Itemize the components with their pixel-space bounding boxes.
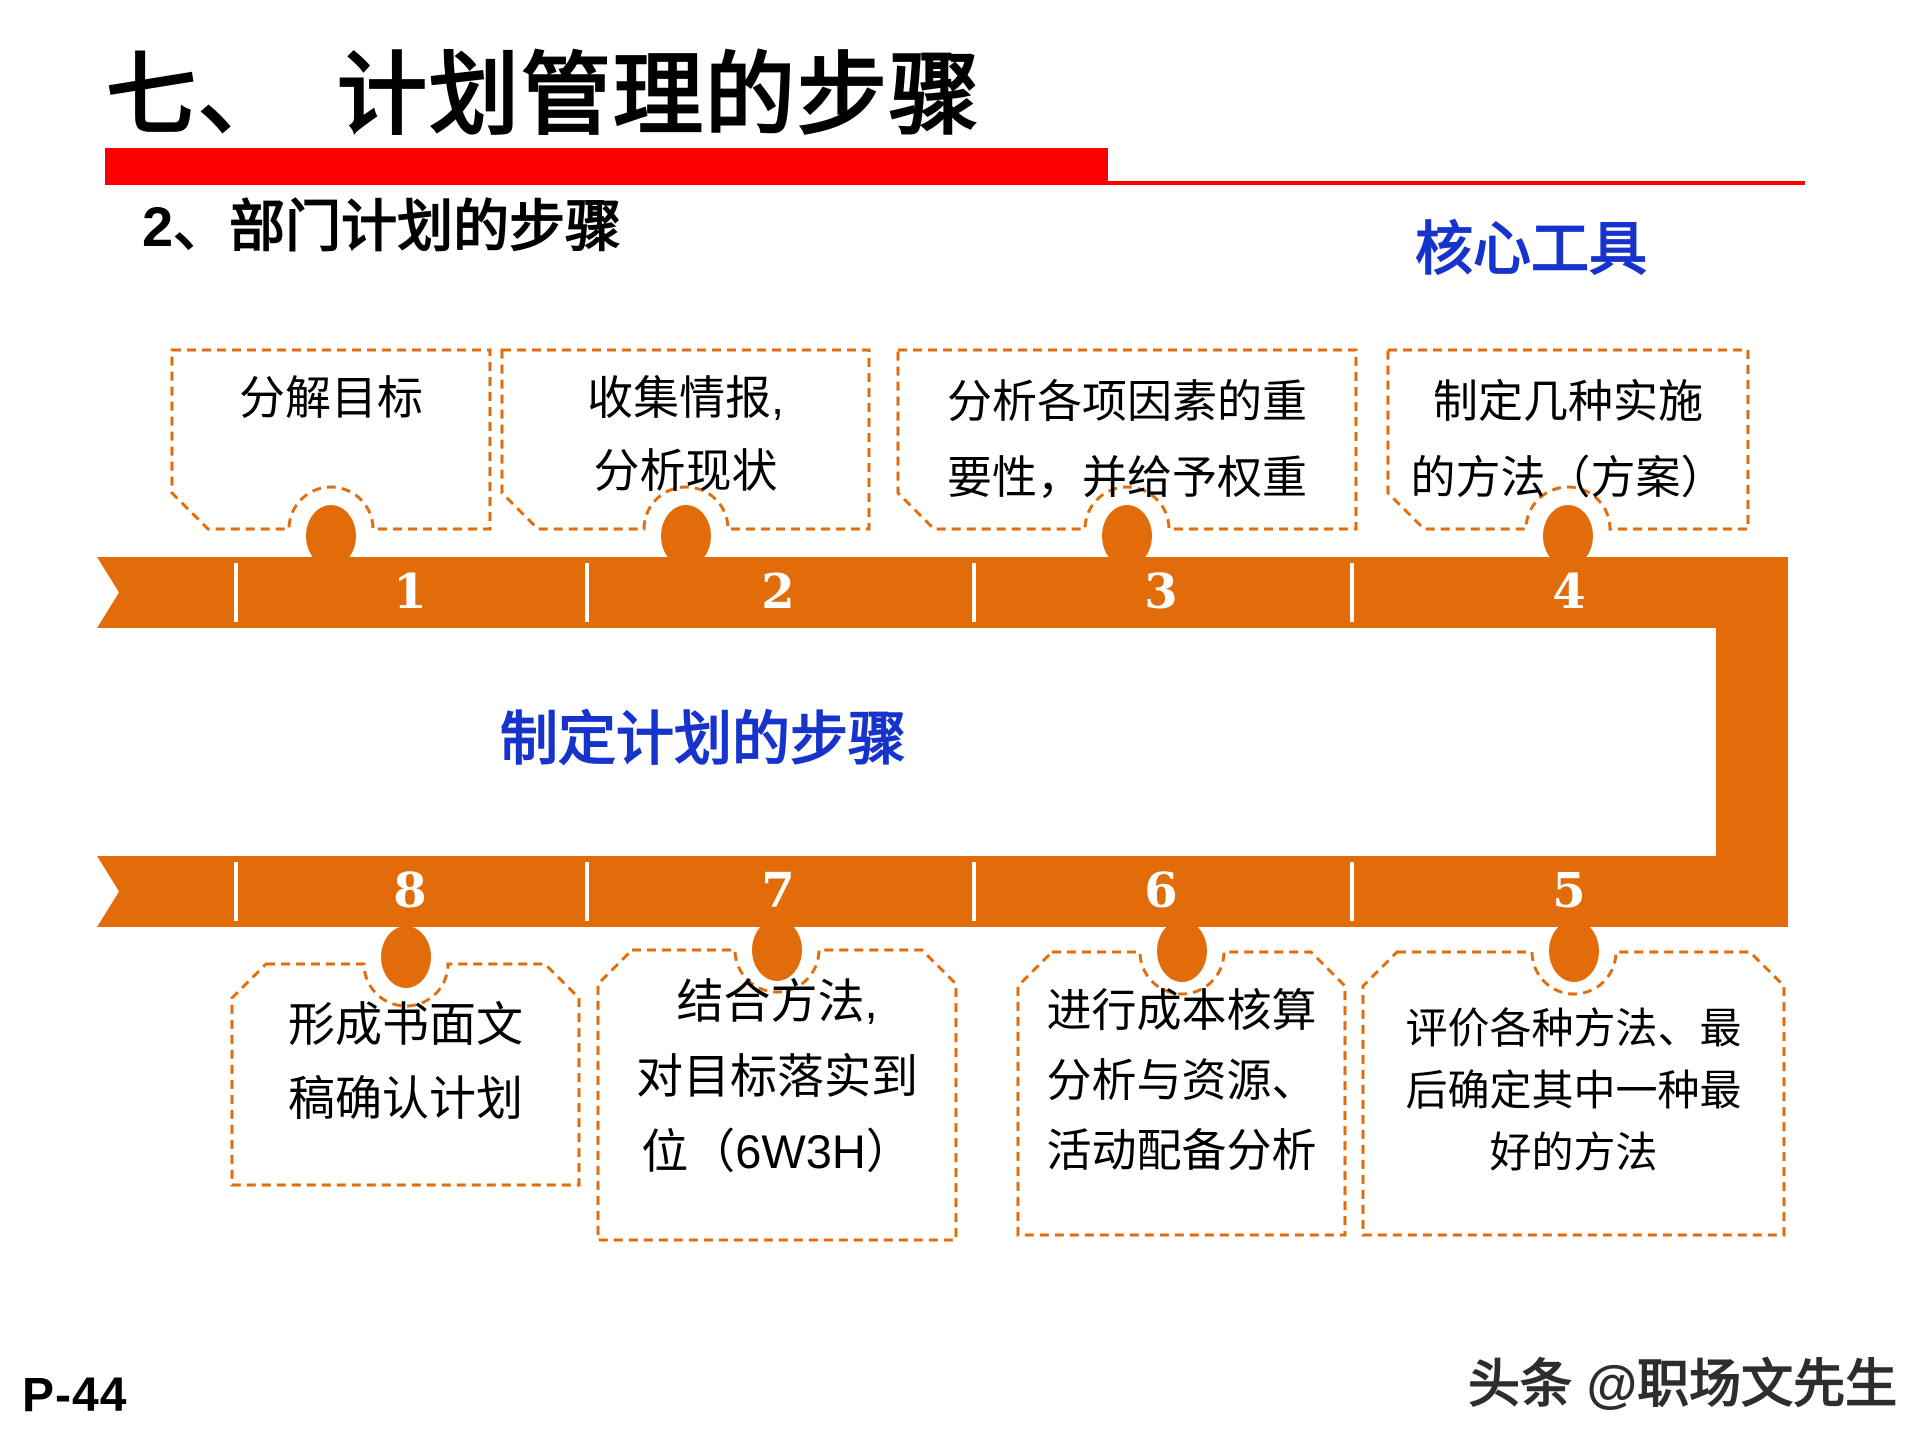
step4-box: 制定几种实施 的方法（方案） (1388, 350, 1748, 516)
band-number-8: 8 (393, 863, 427, 919)
step5-text-line: 后确定其中一种最 (1405, 1067, 1742, 1114)
page-number: P-44 (22, 1369, 128, 1422)
step6-text-line: 进行成本核算 (1046, 985, 1317, 1036)
band-divider (972, 862, 976, 921)
step2-text-line: 分析现状 (593, 445, 778, 497)
band-number-7: 7 (761, 863, 795, 919)
flow-band-bottom: 8 7 6 5 (97, 856, 1788, 927)
band-divider (1350, 563, 1354, 622)
step1-box: 分解目标 (172, 350, 490, 434)
center-label: 制定计划的步骤 (500, 707, 907, 772)
step5-box: 评价各种方法、最 后确定其中一种最 好的方法 (1363, 952, 1784, 1184)
section-subtitle: 2、部门计划的步骤 (142, 195, 622, 258)
band-divider (585, 862, 589, 921)
step7-text-line: 位（6W3H） (641, 1125, 913, 1178)
step6-text-line: 活动配备分析 (1046, 1125, 1317, 1176)
band-number-3: 3 (1144, 564, 1178, 620)
band-divider (234, 563, 238, 622)
step4-text-line: 的方法（方案） (1410, 452, 1726, 503)
step7-text-line: 对目标落实到 (636, 1050, 918, 1103)
step7-text-line: 结合方法, (676, 975, 878, 1028)
band-divider (585, 563, 589, 622)
step3-text-line: 分析各项因素的重 (946, 376, 1307, 427)
band-divider (1350, 862, 1354, 921)
flow-band-top: 1 2 3 4 (97, 557, 1788, 628)
step7-box: 结合方法, 对目标落实到 位（6W3H） (598, 950, 956, 1189)
step8-text-line: 稿确认计划 (288, 1072, 523, 1125)
step5-text-line: 评价各种方法、最 (1405, 1005, 1742, 1052)
flow-band-right-connector (1716, 628, 1788, 856)
title-underline-line (105, 181, 1805, 185)
band-number-2: 2 (761, 564, 795, 620)
band-number-6: 6 (1144, 863, 1178, 919)
step8-text-line: 形成书面文 (288, 998, 523, 1051)
step3-box: 分析各项因素的重 要性，并给予权重 (898, 350, 1356, 516)
step8-box: 形成书面文 稿确认计划 (232, 964, 579, 1136)
band-divider (234, 862, 238, 921)
step5-text-line: 好的方法 (1489, 1129, 1658, 1176)
step3-text-line: 要性，并给予权重 (946, 452, 1307, 503)
band-number-4: 4 (1552, 564, 1586, 620)
page-title: 七、 计划管理的步骤 (106, 46, 981, 146)
watermark: 头条 @职场文先生 (1468, 1356, 1898, 1414)
band-divider (972, 563, 976, 622)
core-tool-label: 核心工具 (1415, 217, 1648, 282)
step1-text-line: 分解目标 (239, 372, 423, 424)
title-underline-bar (105, 148, 1108, 181)
step2-text-line: 收集情报, (587, 372, 784, 424)
step6-text-line: 分析与资源、 (1046, 1055, 1317, 1106)
step4-text-line: 制定几种实施 (1432, 376, 1703, 427)
step2-box: 收集情报, 分析现状 (502, 350, 869, 508)
band-number-5: 5 (1552, 863, 1586, 919)
step6-box: 进行成本核算 分析与资源、 活动配备分析 (1018, 952, 1345, 1186)
band-number-1: 1 (393, 564, 427, 620)
